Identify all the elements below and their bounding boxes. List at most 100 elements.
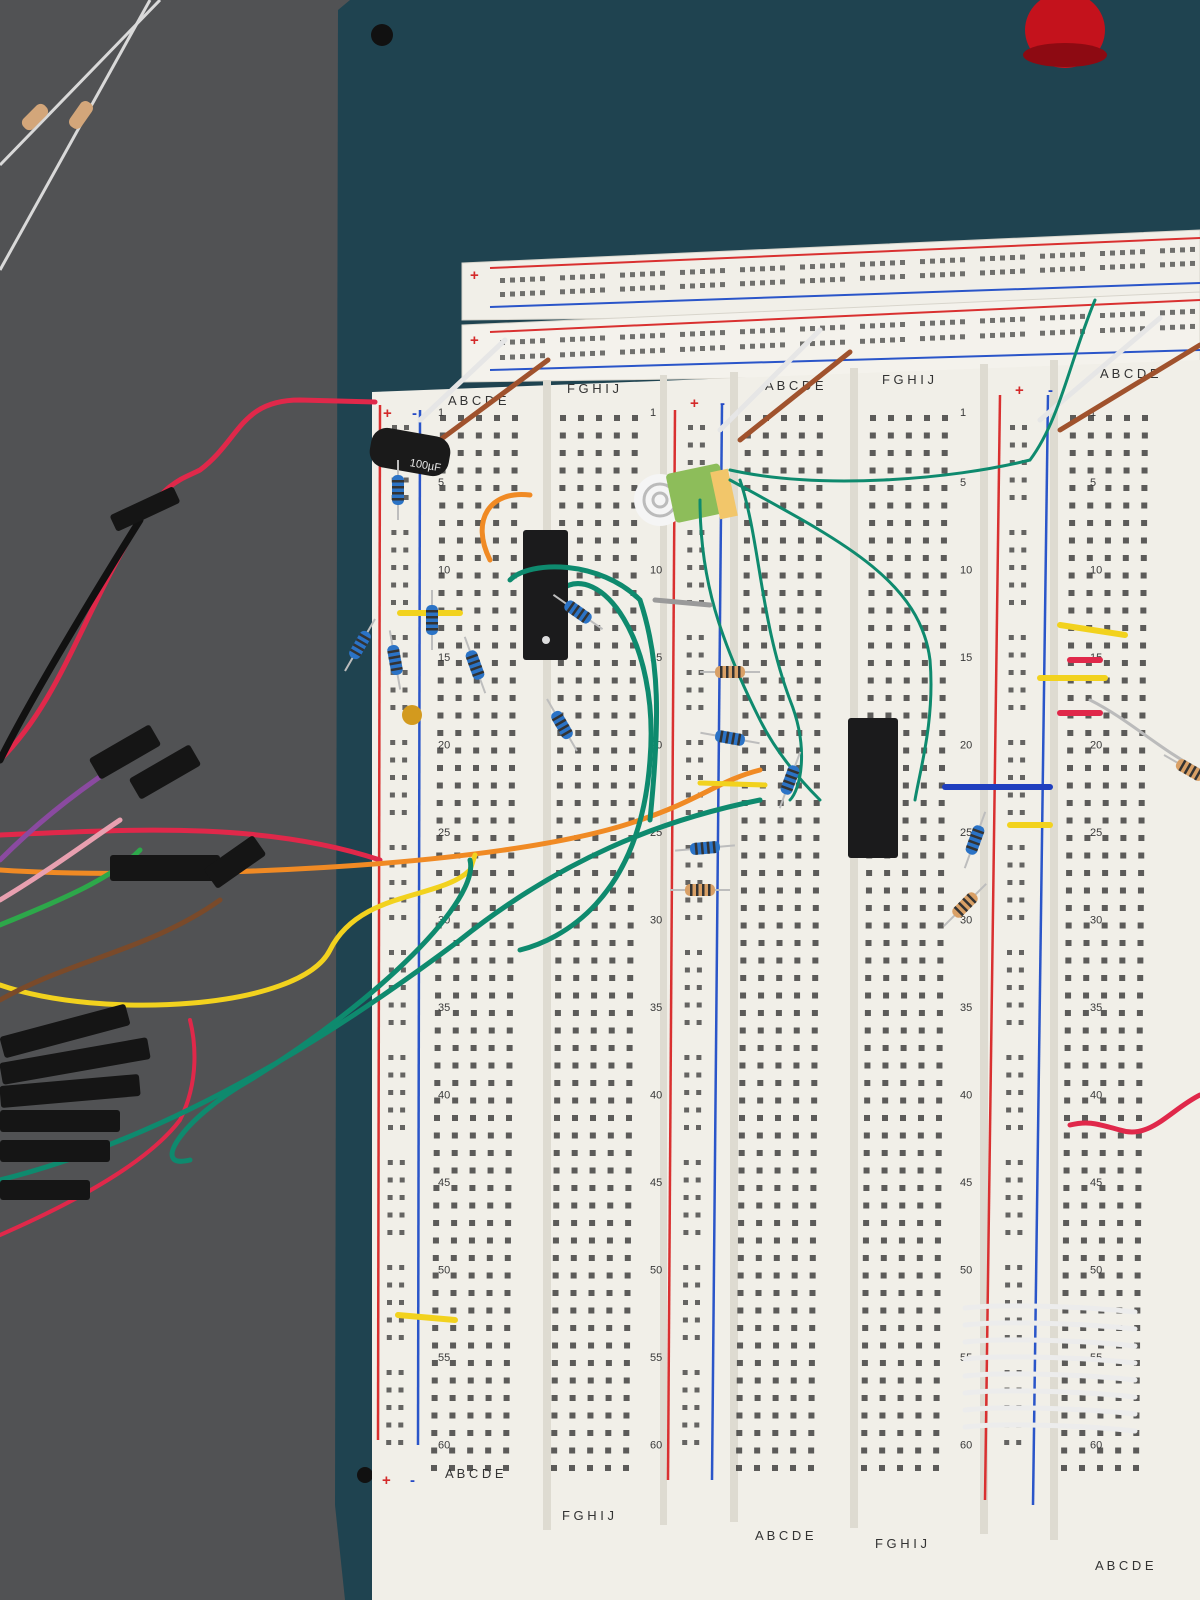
on-board-wires xyxy=(395,478,1200,1323)
row-number: 20 xyxy=(438,740,450,752)
resistors xyxy=(344,460,1200,927)
row-number: 1 xyxy=(1090,407,1096,419)
row-number: 60 xyxy=(960,1440,972,1452)
column-labels-top-fghij-2: F G H I J xyxy=(882,372,934,387)
row-number: 30 xyxy=(650,915,662,927)
row-number: 1 xyxy=(438,407,444,419)
row-number: 55 xyxy=(438,1352,450,1364)
rail-minus-sign-right: - xyxy=(1048,382,1053,399)
capacitor-label: 100µF xyxy=(409,457,442,474)
column-labels-bottom-left: A B C D E xyxy=(445,1466,504,1481)
row-number: 45 xyxy=(1090,1177,1102,1189)
row-number: 45 xyxy=(650,1177,662,1189)
row-number: 40 xyxy=(960,1090,972,1102)
resistor xyxy=(963,811,987,869)
rail-minus-sign-middle: - xyxy=(720,395,725,412)
white-bus-wires xyxy=(962,1303,1138,1434)
row-number: 40 xyxy=(1090,1090,1102,1102)
resistor xyxy=(426,590,438,650)
row-number: 50 xyxy=(438,1265,450,1277)
row-number: 45 xyxy=(960,1177,972,1189)
resistor xyxy=(344,618,376,672)
row-number: 20 xyxy=(1090,740,1102,752)
bus-wire xyxy=(962,1337,1138,1349)
resistor xyxy=(392,460,404,520)
row-number: 60 xyxy=(1090,1440,1102,1452)
resistor xyxy=(387,630,403,690)
loose-resistors xyxy=(0,0,162,271)
row-number: 20 xyxy=(960,740,972,752)
ceramic-capacitor xyxy=(402,705,422,725)
row-number: 50 xyxy=(1090,1265,1102,1277)
bus-wire xyxy=(962,1405,1138,1417)
resistor xyxy=(778,751,802,809)
resistor xyxy=(552,593,604,631)
dupont-connectors xyxy=(0,487,266,1200)
top-rail-plus-sign: + xyxy=(470,267,479,284)
row-number: 40 xyxy=(438,1090,450,1102)
row-number: 30 xyxy=(1090,915,1102,927)
row-number: 35 xyxy=(960,1002,972,1014)
row-number: 35 xyxy=(1090,1002,1102,1014)
electrolytic-capacitor: 100µF xyxy=(369,427,451,477)
resistor xyxy=(670,884,730,896)
row-number: 60 xyxy=(650,1440,662,1452)
rail-plus-sign-middle: + xyxy=(690,395,699,412)
row-number: 50 xyxy=(960,1265,972,1277)
row-number: 35 xyxy=(438,1002,450,1014)
row-number: 1 xyxy=(650,407,656,419)
bus-wire xyxy=(962,1303,1138,1315)
top-power-rails xyxy=(461,229,1200,383)
row-number-labels: 1111555510101010151515152020202025252525… xyxy=(438,407,1102,1452)
resistor xyxy=(675,841,735,855)
column-labels-bottom-right: A B C D E xyxy=(1095,1558,1154,1573)
column-labels-top-fghij: F G H I J xyxy=(567,381,619,396)
bus-wire xyxy=(962,1388,1138,1400)
row-number: 10 xyxy=(438,565,450,577)
terminal-post-base xyxy=(1023,43,1107,67)
bus-wire xyxy=(962,1354,1138,1366)
rail-jumper-leads xyxy=(417,298,1200,483)
ic-chip-left xyxy=(523,530,568,660)
top-rail-plus-sign-2: + xyxy=(470,332,479,349)
row-number: 55 xyxy=(650,1352,662,1364)
rail-plus-sign-bottom: + xyxy=(382,1472,391,1489)
resistor xyxy=(1163,754,1200,786)
row-number: 25 xyxy=(1090,827,1102,839)
row-number: 40 xyxy=(650,1090,662,1102)
rail-minus-sign-bottom: - xyxy=(410,1472,415,1489)
screw-hole-bottom xyxy=(357,1467,373,1483)
row-number: 35 xyxy=(650,1002,662,1014)
ic-chip-right xyxy=(848,718,898,858)
row-number: 15 xyxy=(960,652,972,664)
row-number: 25 xyxy=(960,827,972,839)
row-number: 10 xyxy=(960,565,972,577)
main-breadboard xyxy=(372,360,1200,1600)
column-labels-bottom-fghij-2: F G H I J xyxy=(875,1536,927,1551)
resistor xyxy=(700,666,760,678)
row-number: 30 xyxy=(960,915,972,927)
column-labels-bottom-fghij: F G H I J xyxy=(562,1508,614,1523)
screw-hole xyxy=(371,24,393,46)
row-number: 10 xyxy=(650,565,662,577)
row-number: 5 xyxy=(438,477,444,489)
rail-minus-sign: - xyxy=(412,405,417,422)
row-number: 50 xyxy=(650,1265,662,1277)
row-number: 10 xyxy=(1090,565,1102,577)
row-number: 5 xyxy=(960,477,966,489)
row-number: 15 xyxy=(438,652,450,664)
bus-wire xyxy=(962,1371,1138,1383)
piezo-sensor xyxy=(634,463,738,526)
resistor xyxy=(463,636,487,694)
row-number: 60 xyxy=(438,1440,450,1452)
row-number: 45 xyxy=(438,1177,450,1189)
column-labels-bottom-middle: A B C D E xyxy=(755,1528,814,1543)
rail-plus-sign: + xyxy=(383,405,392,422)
resistor xyxy=(546,698,578,752)
row-number: 1 xyxy=(960,407,966,419)
row-number: 5 xyxy=(1090,477,1096,489)
bus-wire xyxy=(962,1422,1138,1434)
bus-wire xyxy=(962,1320,1138,1332)
row-number: 25 xyxy=(438,827,450,839)
